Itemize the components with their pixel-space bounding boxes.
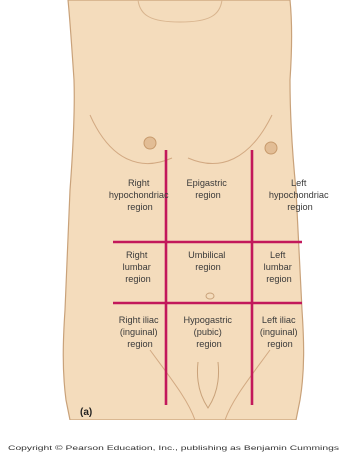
region-right-lumbar: Right lumbar region [123,250,154,284]
torso [63,0,303,420]
panel-label: (a) [80,407,92,418]
bottom-whitespace [0,420,347,464]
copyright-text: Copyright © Pearson Education, Inc., pub… [8,444,339,452]
nipple-right [144,137,156,149]
nipple-left [265,142,277,154]
